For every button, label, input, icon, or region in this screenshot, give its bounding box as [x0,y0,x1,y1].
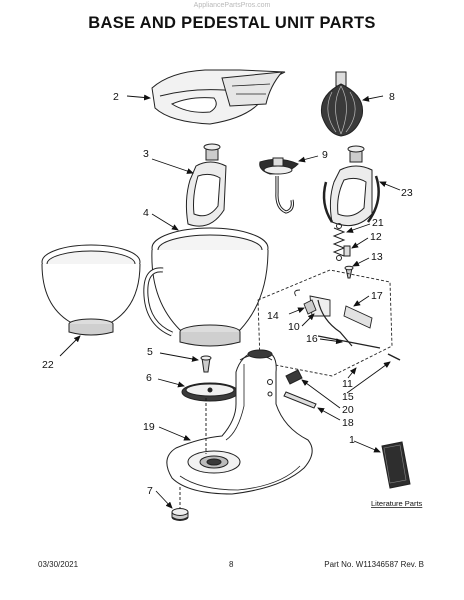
callout-11: 11 [342,378,353,390]
watermark: AppliancePartsPros.com [193,2,271,9]
page-title: BASE AND PEDESTAL UNIT PARTS [88,14,376,32]
flex-edge-beater-part [322,145,380,227]
callout-13: 13 [371,251,383,263]
hinge-latch-part [285,369,303,385]
footer-part-number: Part No. W11346587 Rev. B [324,560,424,569]
screw-part [344,265,354,279]
callout-5: 5 [147,346,153,358]
callout-23: 23 [401,187,413,199]
callout-22: 22 [42,359,54,371]
hinge-pin-part [283,391,317,409]
callout-3: 3 [143,148,149,160]
callout-16: 16 [306,333,318,345]
literature-booklet-part [381,441,411,489]
literature-parts-label: Literature Parts [371,499,423,508]
callout-12: 12 [370,231,382,243]
pouring-shield-part [151,69,286,125]
callout-4: 4 [143,207,149,219]
callout-20: 20 [342,404,354,416]
spring-part [332,223,346,261]
callout-1: 1 [349,434,355,446]
mixing-bowl-part [143,227,269,347]
callout-7: 7 [147,485,153,497]
callout-6: 6 [146,372,152,384]
rubber-foot-part [171,508,189,521]
bowl-clamp-screw-part [200,355,212,373]
pedestal-base-part [166,349,313,495]
callout-labels: 2 8 3 9 23 4 21 12 13 17 14 10 16 22 5 6… [42,91,413,497]
alternate-bowl-part [41,244,141,336]
footer-date: 03/30/2021 [38,560,79,569]
callout-18: 18 [342,417,354,429]
dough-hook-part [259,157,299,214]
callout-17: 17 [371,290,383,302]
footer-page-number: 8 [229,560,234,569]
pin-part [343,245,351,257]
callout-21: 21 [372,217,384,229]
tilt-head-assembly-part [257,269,401,377]
callout-14: 14 [267,310,279,322]
callout-2: 2 [113,91,119,103]
callout-10: 10 [288,321,300,333]
flat-beater-part [185,143,227,227]
callout-19: 19 [143,421,155,433]
callout-9: 9 [322,149,328,161]
clamp-plate-part [181,382,239,402]
wire-whip-part [320,71,364,137]
callout-15: 15 [342,391,354,403]
callout-8: 8 [389,91,395,103]
